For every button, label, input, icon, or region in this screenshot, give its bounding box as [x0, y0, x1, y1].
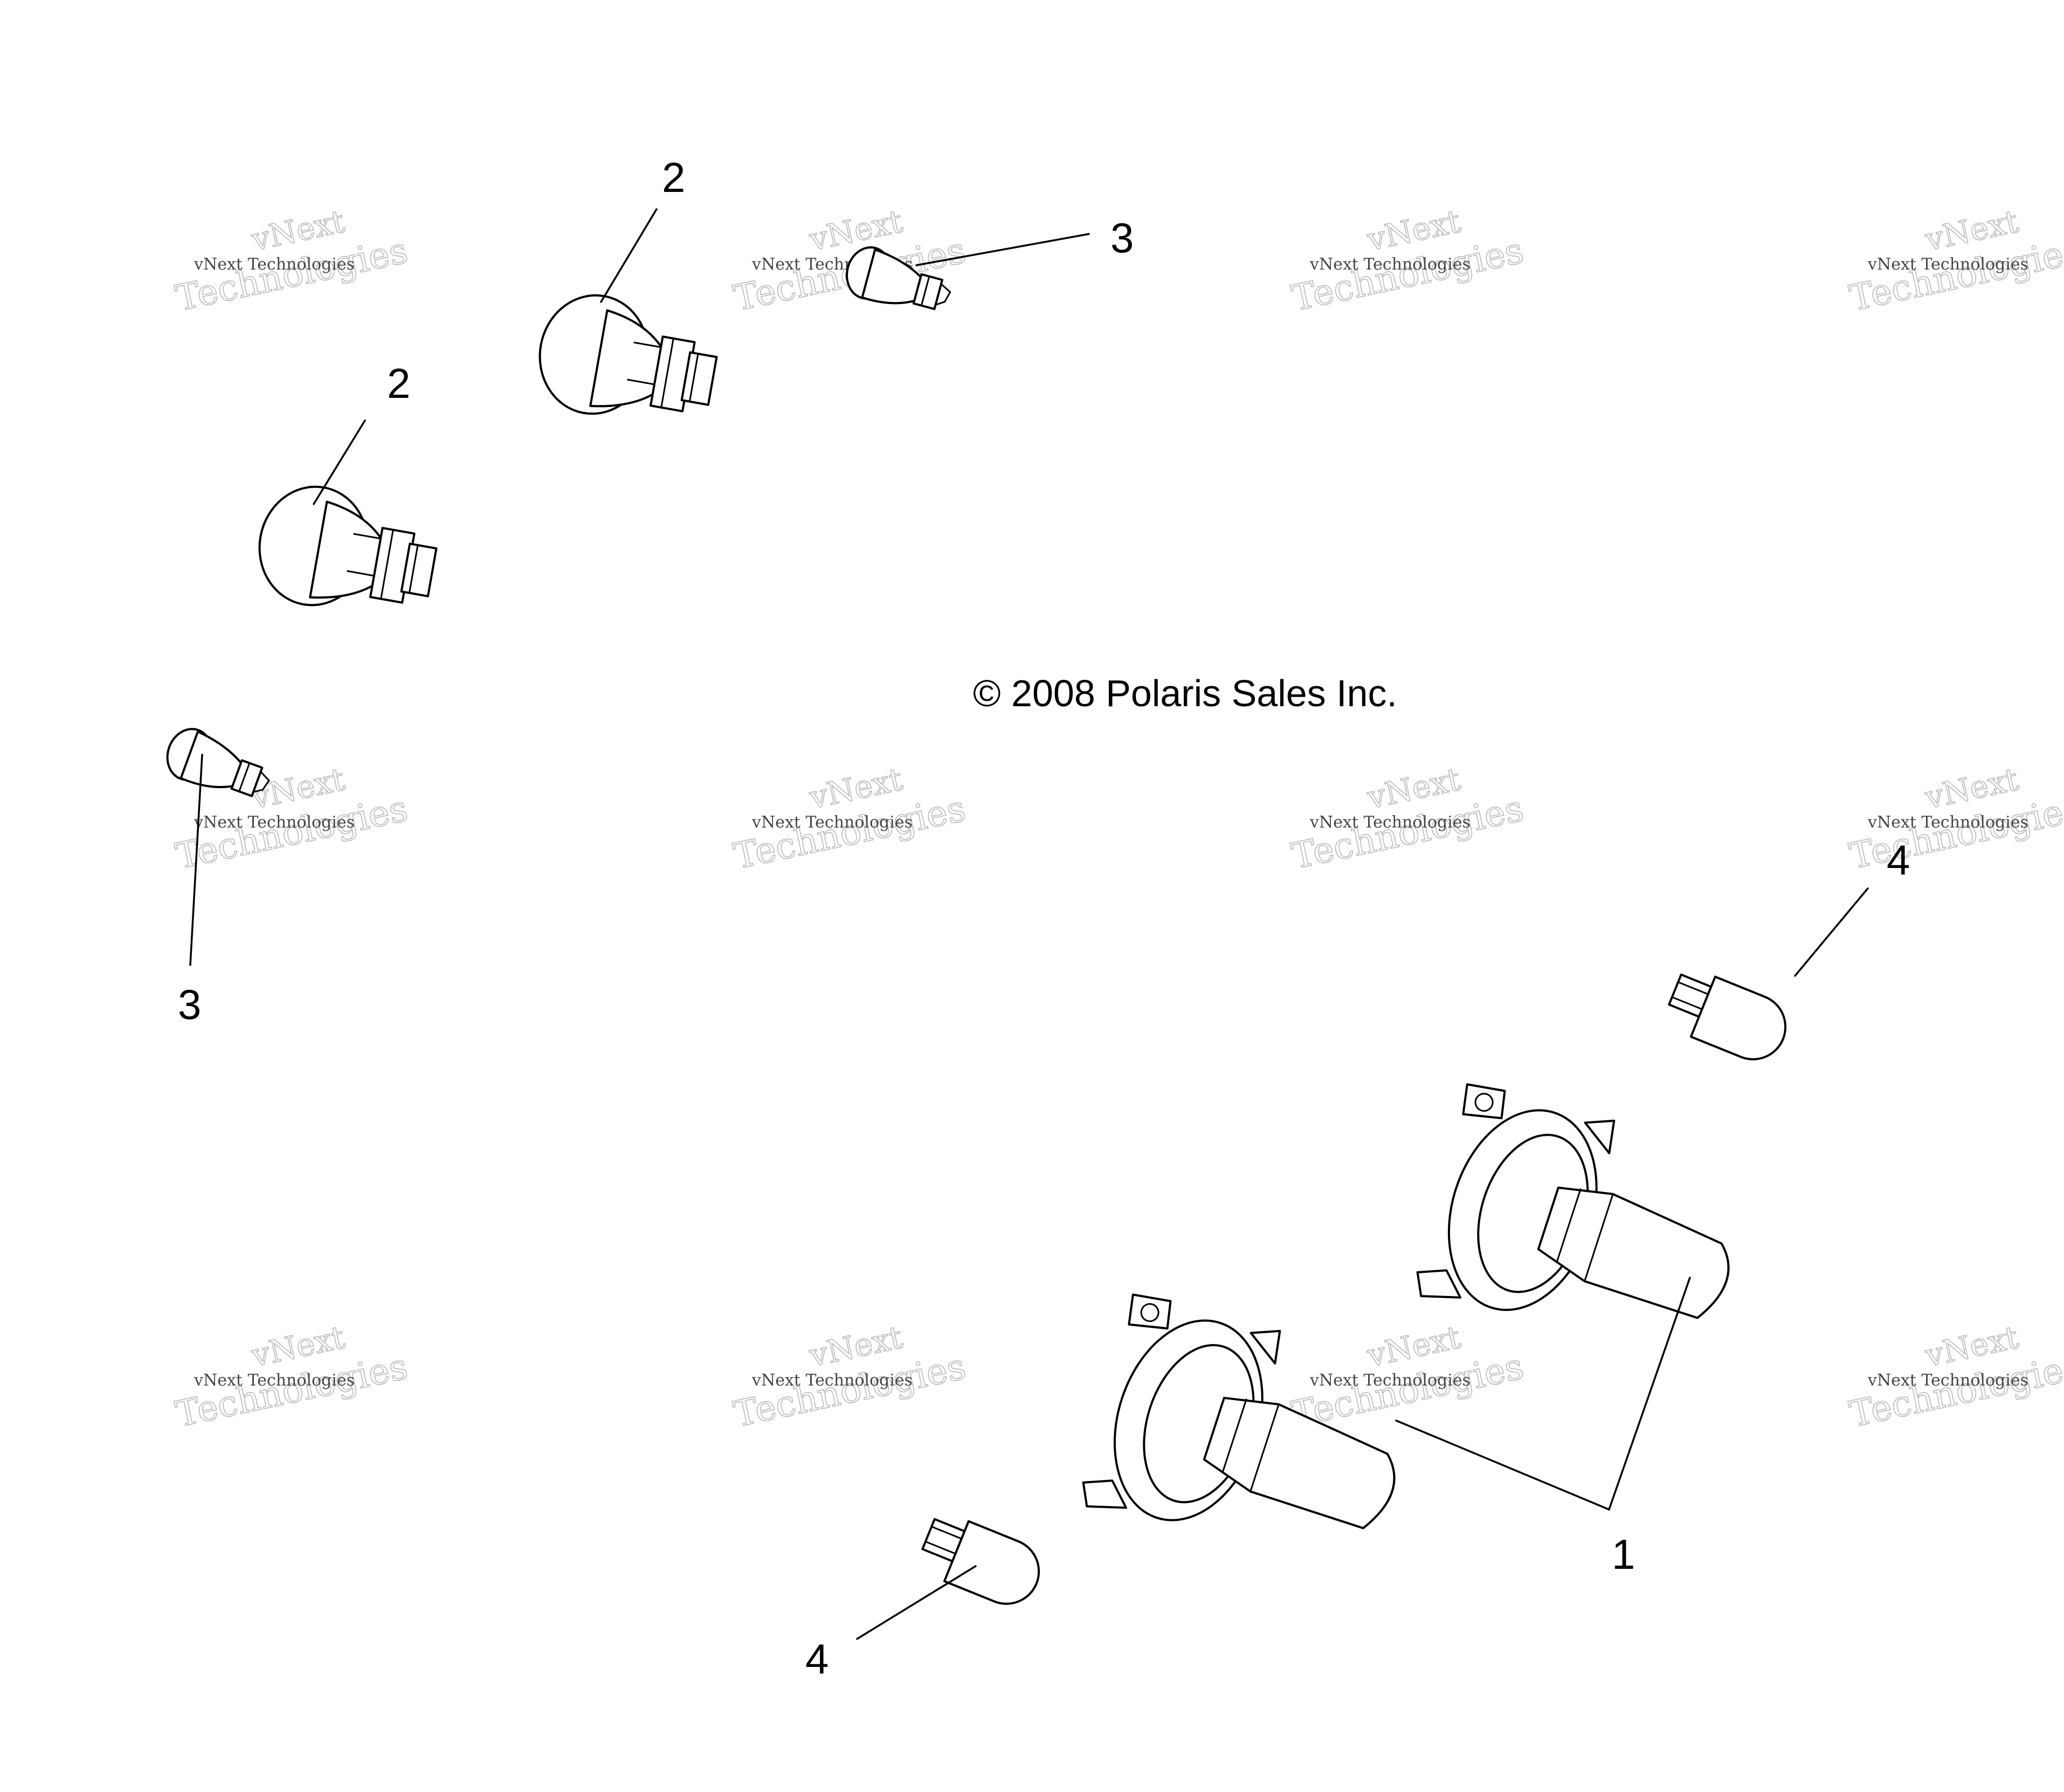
callout-2-upper: 2	[662, 154, 685, 201]
leader-4-upper	[1794, 887, 1869, 977]
callout-4-upper: 4	[1887, 836, 1910, 884]
watermark-small-line: vNext Technologies	[1309, 255, 1471, 274]
watermark-small-line: vNext Technologies	[194, 813, 355, 832]
watermark-small-line: vNext Technologies	[1867, 255, 2028, 274]
watermark-small-line: vNext Technologies	[1867, 1371, 2028, 1390]
watermark-small-line: vNext Technologies	[1309, 1371, 1471, 1390]
leader-2-lower	[313, 419, 366, 505]
watermark-small-line: vNext Technologies	[194, 255, 355, 274]
wedge-bulb-lower	[258, 485, 438, 606]
leader-3-upper	[915, 233, 1090, 266]
callout-2-lower: 2	[387, 360, 410, 407]
watermark-small-line: vNext Technologies	[751, 1371, 913, 1390]
callout-4-lower: 4	[805, 1635, 829, 1683]
callout-3-lower: 3	[178, 981, 201, 1028]
callout-1: 1	[1612, 1531, 1635, 1578]
indicator-bulb-upper	[1668, 973, 1787, 1060]
leader-2-upper	[600, 208, 658, 303]
headlamp-bulb-upper	[1416, 1083, 1730, 1319]
callout-3-upper: 3	[1110, 214, 1134, 261]
miniature-bulb-upper	[846, 246, 951, 311]
wedge-bulb-upper	[539, 294, 718, 415]
headlamp-bulb-lower	[1082, 1293, 1396, 1529]
copyright-text: © 2008 Polaris Sales Inc.	[973, 672, 1397, 714]
indicator-bulb-lower	[921, 1518, 1040, 1605]
watermark-small-line: vNext Technologies	[1867, 813, 2028, 832]
leader-1	[1395, 1277, 1691, 1511]
watermark-small-line: vNext Technologies	[751, 813, 913, 832]
leader-4-lower	[856, 1565, 977, 1640]
watermark-small-line: vNext Technologies	[194, 1371, 355, 1390]
watermark-small-line: vNext Technologies	[1309, 813, 1471, 832]
leader-3-lower	[189, 754, 203, 966]
